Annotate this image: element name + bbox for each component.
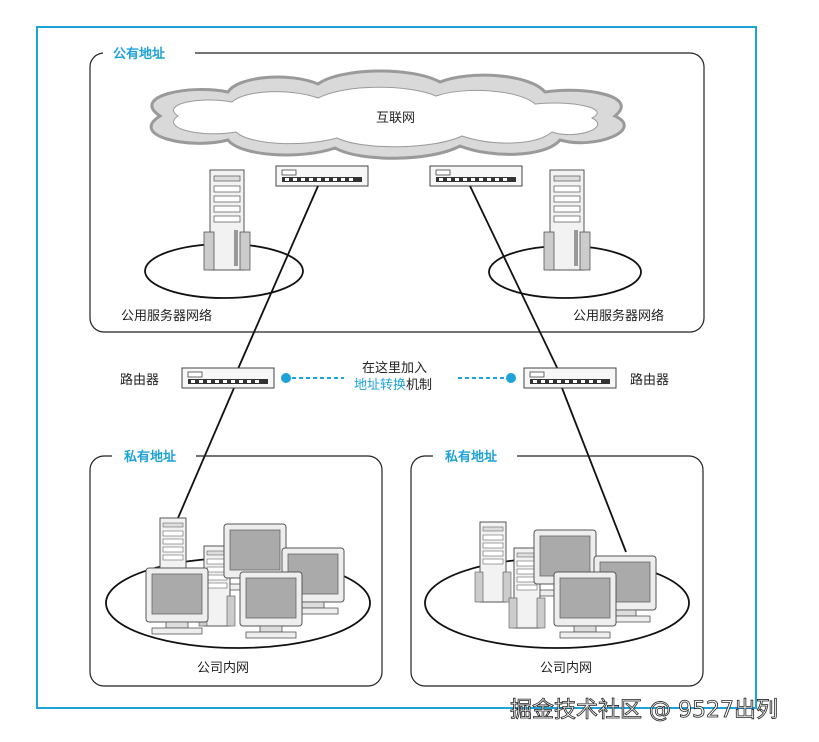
right-server-a-icon: [474, 521, 512, 603]
public-address-label: 公有地址: [113, 46, 165, 62]
left-private-box: [89, 455, 383, 687]
left-server-network-label: 公用服务器网络: [121, 308, 212, 324]
left-monitor-d-icon: [239, 571, 303, 639]
internet-cloud: [149, 69, 626, 160]
watermark: 掘金技术社区 @ 9527出列: [510, 698, 778, 723]
top-left-switch-icon: [275, 165, 369, 187]
left-intranet-label: 公司内网: [197, 660, 249, 676]
nat-note-suffix: 机制: [406, 378, 432, 393]
connection-lines: [177, 185, 627, 553]
internet-label: 互联网: [376, 111, 415, 126]
right-server-network-label: 公用服务器网络: [573, 308, 664, 324]
right-private-box: [410, 455, 704, 687]
nat-connectors: [281, 373, 516, 383]
nat-note-highlight: 地址转换: [354, 378, 406, 393]
left-private-label: 私有地址: [124, 449, 176, 465]
left-server-icon: [203, 169, 251, 271]
outer-frame: [36, 26, 757, 709]
right-server-icon: [543, 169, 591, 271]
right-monitor-c-icon: [553, 571, 617, 639]
left-router-label: 路由器: [120, 372, 159, 388]
right-router-icon: [523, 367, 617, 389]
left-router-icon: [181, 367, 275, 389]
public-address-box: [89, 52, 705, 333]
left-monitor-c-icon: [145, 567, 209, 635]
right-router-label: 路由器: [630, 372, 669, 388]
right-private-label: 私有地址: [445, 449, 497, 465]
top-right-switch-icon: [429, 165, 523, 187]
right-intranet-label: 公司内网: [540, 660, 592, 676]
nat-note-line2: 地址转换机制: [354, 378, 432, 393]
nat-note-line1: 在这里加入: [362, 360, 427, 376]
